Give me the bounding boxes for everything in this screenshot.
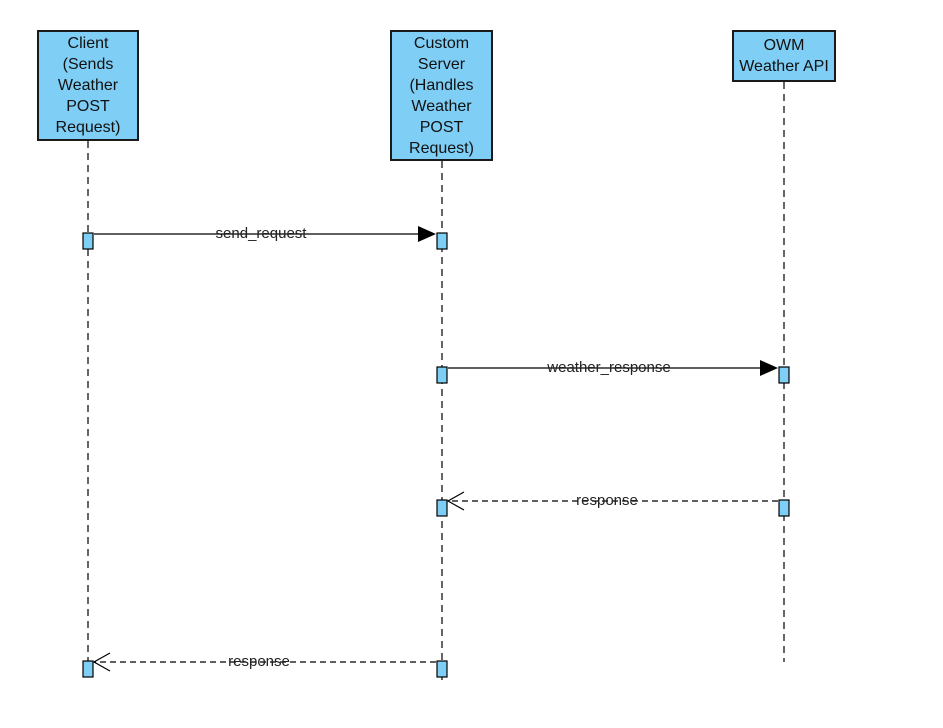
actor-client[interactable]: Client (Sends Weather POST Request) — [37, 30, 139, 141]
open-arrowhead-response-client — [92, 652, 111, 672]
activation-owm-target-2 — [778, 366, 790, 384]
message-label-send-request: send_request — [216, 225, 308, 242]
open-arrowhead-response-owm — [446, 491, 465, 511]
arrowhead-weather-response — [760, 360, 778, 376]
message-label-weather-response: weather_response — [546, 359, 670, 376]
arrowhead-send-request — [418, 226, 436, 242]
activation-client-source-1 — [82, 232, 94, 250]
message-label-response-owm: response — [576, 492, 638, 509]
activation-server-source-2 — [436, 366, 448, 384]
activation-server-target-3 — [436, 499, 448, 517]
activation-server-source-4 — [436, 660, 448, 678]
message-label-response-client: response — [228, 653, 290, 670]
activation-owm-source-3 — [778, 499, 790, 517]
actor-owm-weather-api[interactable]: OWM Weather API — [732, 30, 836, 82]
activation-server-target-1 — [436, 232, 448, 250]
actor-custom-server[interactable]: Custom Server (Handles Weather POST Requ… — [390, 30, 493, 161]
activation-client-target-4 — [82, 660, 94, 678]
